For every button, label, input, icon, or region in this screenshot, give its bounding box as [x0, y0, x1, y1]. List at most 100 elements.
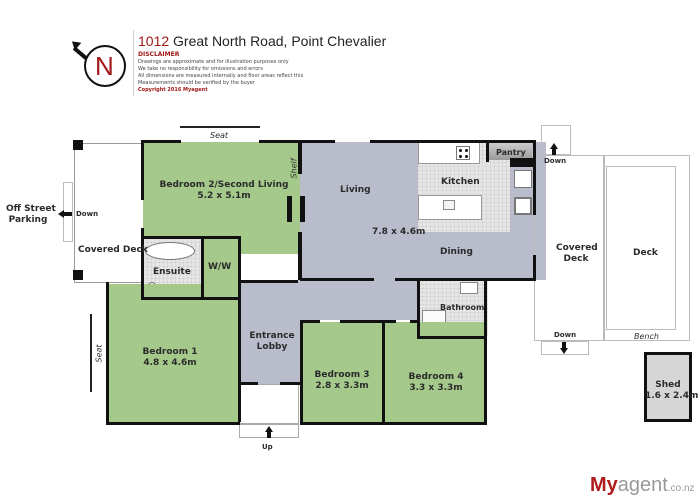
room-name: Bedroom 3 [314, 370, 370, 380]
address-number: 1012 [138, 33, 170, 49]
wall [410, 320, 420, 323]
label-up: Up [262, 443, 273, 451]
room-size: 5.2 x 5.1m [197, 191, 251, 201]
north-compass-icon: N [95, 51, 114, 81]
arrow-stem [267, 432, 271, 438]
room-pantry [488, 142, 532, 160]
label-seat-top: Seat [210, 131, 229, 140]
wall [141, 228, 144, 300]
wall [340, 320, 396, 323]
wall [141, 140, 144, 200]
bay-window-seat-left [90, 314, 109, 392]
label-covered-deck-left: Covered Deck [78, 245, 148, 255]
deck-post [73, 270, 83, 280]
wall [238, 382, 258, 385]
room-shed [644, 352, 692, 422]
cooktop-icon [456, 146, 470, 160]
wall [486, 140, 489, 162]
label-deck: Deck [633, 248, 658, 258]
deck-outline [604, 155, 690, 341]
disclaimer-line: Drawings are approximate and for illustr… [138, 59, 289, 65]
arrow-stem [552, 149, 556, 155]
disclaimer-line: We take no responsibility for omissions … [138, 66, 263, 72]
label-down-bottom-right: Down [554, 331, 577, 339]
compass-arrowhead [68, 37, 82, 51]
label-shelf: Shelf [289, 158, 299, 179]
brand-my: My [590, 474, 618, 496]
label-living: Living [340, 185, 371, 195]
steps-bottom-right [541, 341, 589, 355]
bay-window-seat [180, 126, 260, 142]
disclaimer-line: Measurements should be verified by the b… [138, 80, 255, 86]
disclaimer-heading: DISCLAIMER [138, 51, 180, 58]
label-down-top-right: Down [544, 157, 567, 165]
label-shed: Shed 1.6 x 2.4m [645, 380, 699, 402]
wall [417, 278, 420, 338]
wall [533, 255, 536, 281]
room-bedroom-3 [303, 322, 383, 422]
room-size: 4.8 x 4.6m [143, 358, 197, 368]
label-dining: Dining [440, 247, 473, 257]
label-bedroom-2: Bedroom 2/Second Living 5.2 x 5.1m [150, 180, 298, 202]
arrow-left-icon [58, 210, 64, 218]
label-living-size: 7.8 x 4.6m [372, 227, 426, 237]
room-name: Bedroom 2/Second Living [159, 180, 289, 190]
label-text: Parking [8, 215, 48, 225]
address-text: Great North Road, Point Chevalier [169, 33, 387, 49]
basin-icon [460, 282, 478, 294]
wall [201, 236, 204, 298]
room-name: Bedroom 1 [142, 347, 198, 357]
wall [298, 232, 302, 280]
wall [417, 336, 487, 339]
disclaimer-line: All dimensions are measured internally a… [138, 73, 304, 79]
wall [300, 320, 320, 323]
bathtub-icon [145, 242, 195, 260]
label-bench: Bench [634, 332, 659, 341]
room-size: 2.8 x 3.3m [315, 381, 369, 391]
front-porch [239, 384, 299, 424]
room-name: Deck [563, 254, 589, 264]
arrow-down-icon [560, 348, 568, 354]
wall [259, 140, 335, 143]
kitchen-bench-top [418, 142, 480, 164]
wall [280, 382, 302, 385]
label-off-street-parking: Off Street Parking [6, 204, 56, 226]
arrow-stem [562, 342, 566, 348]
label-bedroom-3: Bedroom 3 2.8 x 3.3m [310, 370, 374, 392]
room-name: Entrance [249, 331, 295, 341]
brand-agent: agent [617, 474, 668, 496]
room-size: 3.3 x 3.3m [409, 383, 463, 393]
oven [514, 197, 532, 215]
steps-top-right [541, 125, 571, 155]
page-title: 1012 Great North Road, Point Chevalier [138, 33, 386, 49]
wall [238, 280, 298, 283]
room-bedroom-2 [143, 142, 301, 254]
wall [382, 320, 385, 424]
wall [238, 236, 241, 422]
room-name: Lobby [256, 342, 288, 352]
wall [300, 320, 303, 424]
label-seat-left: Seat [94, 344, 104, 363]
label-bathroom: Bathroom [440, 303, 485, 312]
arrow-up-icon [550, 143, 558, 149]
deck-inner [606, 166, 676, 330]
label-kitchen: Kitchen [441, 177, 480, 187]
covered-deck-right-outline [534, 155, 604, 341]
room-size: 1.6 x 2.4m [645, 391, 699, 401]
wall [106, 282, 109, 425]
room-name: Covered [556, 243, 598, 253]
fridge [514, 170, 532, 188]
wall [484, 280, 487, 424]
wall [300, 278, 374, 281]
room-name: Bedroom 4 [408, 372, 464, 382]
brand-tld: .co.nz [667, 483, 695, 494]
wall [533, 140, 536, 215]
label-covered-deck-right: Covered Deck [556, 243, 598, 265]
arrow-up-icon [265, 426, 273, 432]
wall [510, 158, 534, 167]
label-ensuite: Ensuite [153, 267, 191, 277]
wall [298, 140, 302, 174]
copyright: Copyright 2016 Myagent [138, 87, 208, 93]
label-text: Off Street [6, 204, 56, 214]
label-ww: W/W [208, 262, 232, 272]
